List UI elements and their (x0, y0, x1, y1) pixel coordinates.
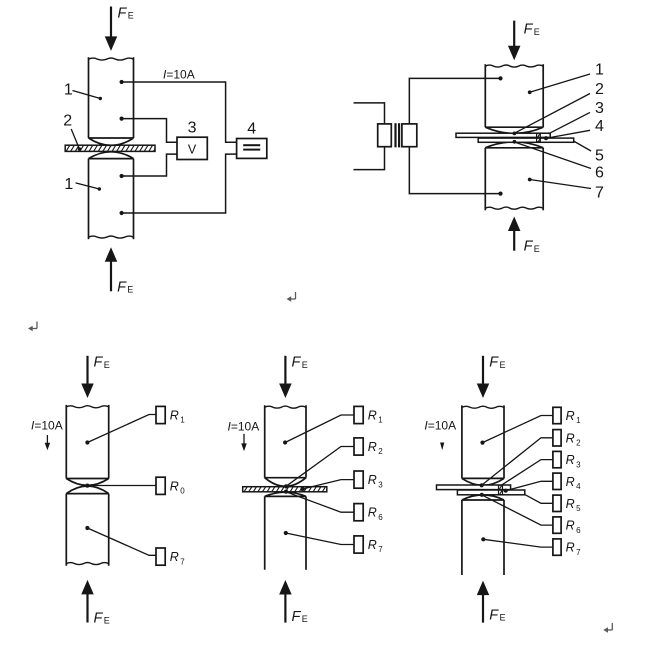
svg-text:4: 4 (247, 121, 256, 138)
svg-text:R: R (368, 506, 377, 520)
svg-text:E: E (104, 360, 110, 370)
svg-text:R: R (368, 409, 377, 423)
svg-text:F: F (94, 611, 104, 627)
svg-text:E: E (500, 360, 506, 370)
svg-text:E: E (302, 614, 308, 624)
svg-text:I=10A: I=10A (163, 67, 195, 81)
svg-text:E: E (128, 11, 134, 21)
svg-text:6: 6 (595, 165, 604, 182)
svg-text:3: 3 (595, 100, 604, 117)
svg-text:R: R (368, 440, 377, 454)
svg-text:1: 1 (595, 62, 604, 79)
svg-text:R: R (368, 473, 377, 487)
svg-text:2: 2 (378, 447, 383, 456)
svg-text:5: 5 (595, 147, 604, 164)
svg-text:I=10A: I=10A (228, 419, 260, 433)
svg-text:2: 2 (63, 112, 72, 129)
svg-text:4: 4 (576, 482, 581, 491)
svg-text:R: R (170, 550, 179, 564)
svg-text:1: 1 (64, 176, 73, 193)
svg-text:E: E (534, 244, 540, 254)
svg-text:3: 3 (378, 480, 383, 489)
svg-text:V: V (188, 143, 197, 157)
svg-text:F: F (118, 5, 128, 21)
svg-text:E: E (534, 27, 540, 37)
svg-text:F: F (292, 609, 302, 625)
svg-text:2: 2 (595, 81, 604, 98)
svg-text:R: R (566, 519, 575, 533)
svg-text:R: R (368, 538, 377, 552)
svg-text:E: E (127, 285, 133, 295)
svg-text:R: R (566, 453, 575, 467)
svg-text:2: 2 (576, 439, 581, 448)
svg-text:I=10A: I=10A (31, 419, 63, 433)
svg-text:1: 1 (378, 416, 383, 425)
svg-text:7: 7 (378, 545, 383, 554)
svg-text:1: 1 (64, 82, 73, 99)
svg-text:R: R (566, 541, 575, 555)
svg-text:3: 3 (188, 120, 197, 137)
svg-text:R: R (170, 409, 179, 423)
svg-text:6: 6 (378, 513, 383, 522)
svg-text:E: E (104, 616, 110, 626)
svg-text:R: R (566, 409, 575, 423)
svg-text:6: 6 (576, 526, 581, 535)
svg-text:7: 7 (595, 185, 604, 202)
svg-text:R: R (170, 479, 179, 493)
svg-text:F: F (117, 279, 127, 295)
svg-text:R: R (566, 431, 575, 445)
svg-text:F: F (94, 355, 104, 371)
svg-text:0: 0 (180, 487, 185, 496)
svg-text:3: 3 (576, 460, 581, 469)
svg-text:R: R (566, 475, 575, 489)
svg-text:5: 5 (576, 504, 581, 513)
svg-text:F: F (489, 355, 499, 371)
svg-text:E: E (302, 360, 308, 370)
svg-text:7: 7 (180, 557, 185, 566)
svg-text:F: F (524, 22, 534, 38)
svg-text:4: 4 (595, 118, 604, 135)
svg-text:F: F (524, 239, 534, 255)
svg-text:E: E (500, 613, 506, 623)
svg-text:R: R (566, 497, 575, 511)
svg-text:1: 1 (180, 416, 185, 425)
svg-text:F: F (292, 355, 302, 371)
svg-text:7: 7 (576, 548, 581, 557)
svg-text:1: 1 (576, 416, 581, 425)
svg-text:I=10A: I=10A (424, 418, 456, 432)
svg-text:F: F (489, 607, 499, 623)
